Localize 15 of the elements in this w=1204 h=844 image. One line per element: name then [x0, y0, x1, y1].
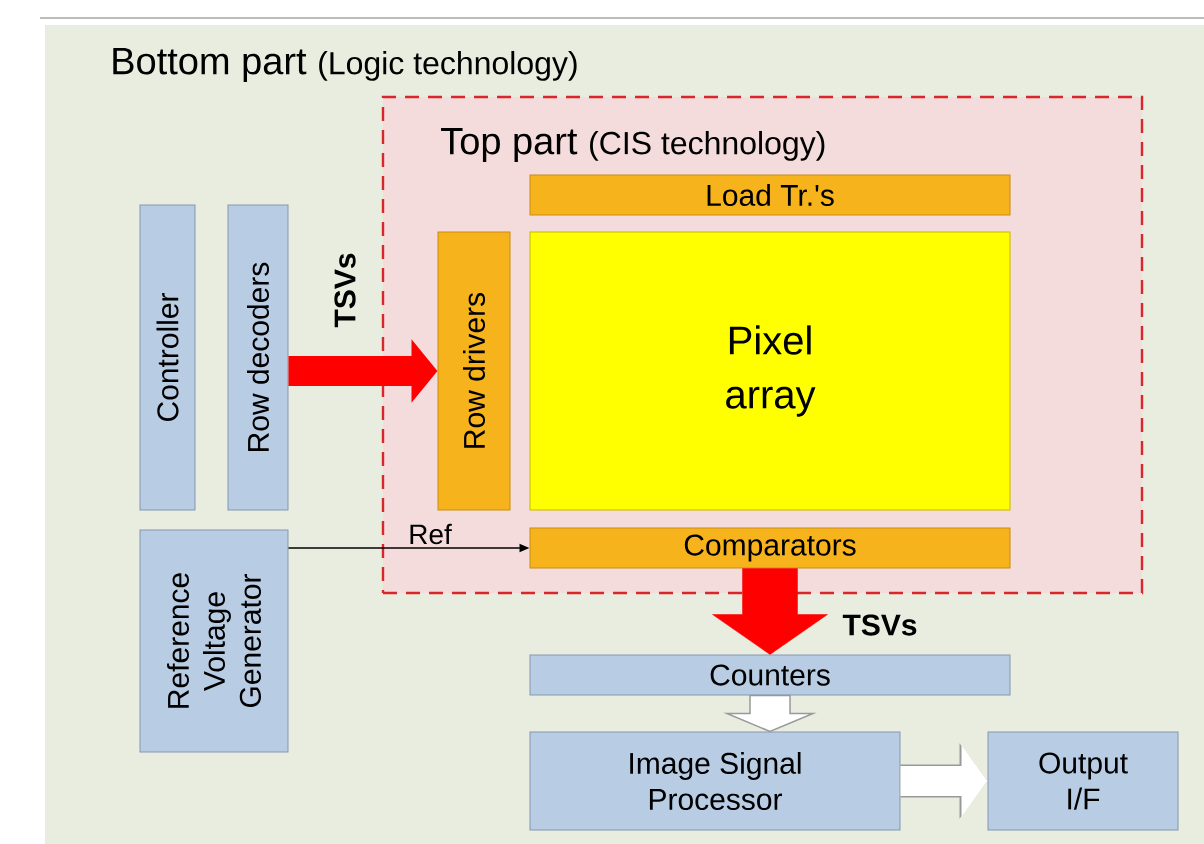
- arrow: [723, 694, 817, 733]
- pixel-array-block: Pixel array: [529, 231, 1011, 511]
- edge-label: TSVs: [334, 253, 356, 328]
- circuit-block: Reference Voltage Generator: [139, 529, 289, 753]
- edge-label: TSVs: [842, 614, 917, 636]
- circuit-block: Load Tr.'s: [529, 174, 1011, 216]
- circuit-block: Output I/F: [987, 731, 1179, 831]
- circuit-block: Row drivers: [437, 231, 511, 511]
- circuit-block: Counters: [529, 654, 1011, 696]
- circuit-block: Controller: [139, 204, 196, 511]
- circuit-block: Row decoders: [227, 204, 289, 511]
- edge-label: Ref: [410, 523, 452, 545]
- circuit-block: Comparators: [529, 527, 1011, 569]
- circuit-block: Image Signal Processor: [529, 731, 901, 831]
- arrow: [712, 568, 828, 655]
